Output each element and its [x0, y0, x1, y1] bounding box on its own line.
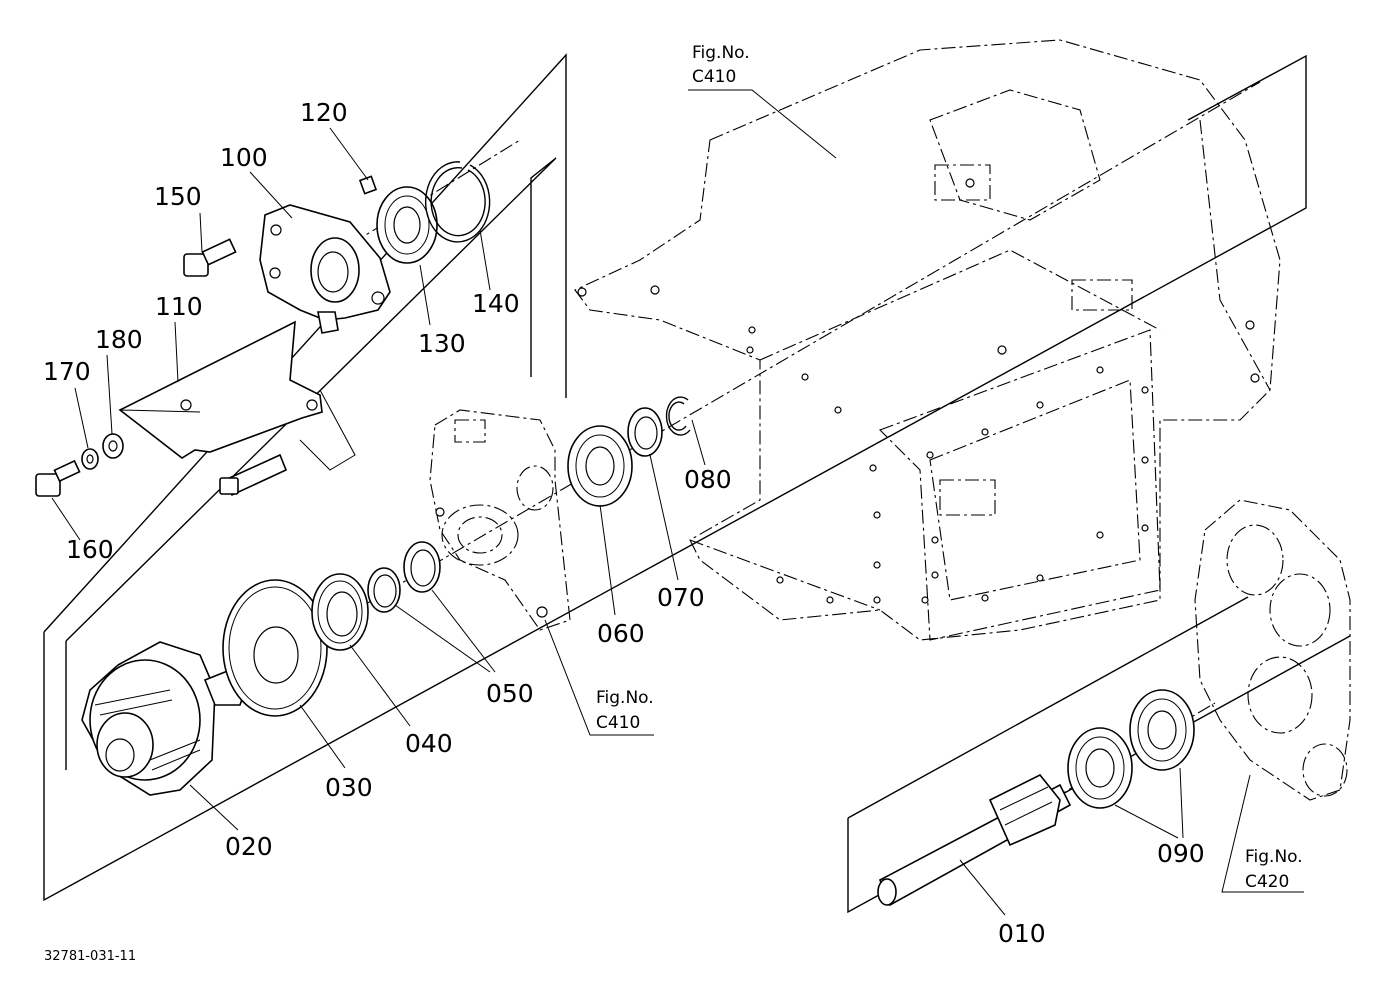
- part-010-shaft: [877, 773, 1072, 907]
- part-housing-cover: [429, 409, 571, 631]
- callout-140[interactable]: 140: [472, 289, 520, 318]
- callout-110[interactable]: 110: [155, 292, 203, 321]
- callout-040[interactable]: 040: [405, 729, 453, 758]
- part-020-clutch-hub: [81, 641, 246, 796]
- part-130-bearing: [376, 186, 438, 264]
- part-180-washer: [102, 433, 124, 459]
- callout-030[interactable]: 030: [325, 773, 373, 802]
- part-160-bolt: [35, 459, 81, 497]
- callout-070[interactable]: 070: [657, 583, 705, 612]
- callout-170[interactable]: 170: [43, 357, 91, 386]
- figure-ref-middle[interactable]: Fig.No. C410: [544, 619, 654, 736]
- callout-150[interactable]: 150: [154, 182, 202, 211]
- figure-ref-bottom-right-number: C420: [1245, 872, 1289, 892]
- figure-ref-top-number: C410: [692, 67, 736, 87]
- callout-labels: 010 020 030 040 050 060 070 080 090 100 …: [43, 98, 1205, 948]
- callout-120[interactable]: 120: [300, 98, 348, 127]
- part-090-bearings: [1067, 689, 1195, 809]
- callout-130[interactable]: 130: [418, 329, 466, 358]
- part-110-cover-plate: [118, 320, 323, 459]
- part-050-shims: [367, 541, 441, 613]
- leader-lines: [51, 127, 1184, 916]
- figure-ref-bottom-right[interactable]: Fig.No. C420: [1221, 774, 1304, 893]
- part-070-collar: [627, 407, 663, 457]
- callout-160[interactable]: 160: [66, 535, 114, 564]
- part-140-snap-ring: [424, 161, 491, 243]
- figure-ref-middle-number: C410: [596, 713, 640, 733]
- figure-ref-bottom-right-label: Fig.No.: [1245, 847, 1303, 867]
- part-040-seal: [311, 573, 369, 651]
- drawing-number: 32781-031-11: [44, 949, 136, 964]
- callout-180[interactable]: 180: [95, 325, 143, 354]
- bolt-connector: [219, 389, 356, 497]
- callout-020[interactable]: 020: [225, 832, 273, 861]
- callout-090[interactable]: 090: [1157, 839, 1205, 868]
- part-rear-housing: [1194, 499, 1351, 801]
- part-100-bearing-case: [259, 204, 391, 334]
- part-150-bolt: [183, 238, 237, 277]
- part-060-bearing: [567, 425, 633, 507]
- callout-080[interactable]: 080: [684, 465, 732, 494]
- callout-050[interactable]: 050: [486, 679, 534, 708]
- figure-ref-top-label: Fig.No.: [692, 43, 750, 63]
- part-120-pin: [358, 175, 378, 195]
- part-080-snap-ring: [665, 396, 691, 436]
- transmission-case: [574, 39, 1281, 641]
- part-170-washer: [81, 448, 99, 470]
- callout-100[interactable]: 100: [220, 143, 268, 172]
- part-030-plate: [222, 579, 328, 717]
- callout-060[interactable]: 060: [597, 619, 645, 648]
- figure-ref-top[interactable]: Fig.No. C410: [688, 43, 837, 159]
- callout-010[interactable]: 010: [998, 919, 1046, 948]
- figure-ref-middle-label: Fig.No.: [596, 688, 654, 708]
